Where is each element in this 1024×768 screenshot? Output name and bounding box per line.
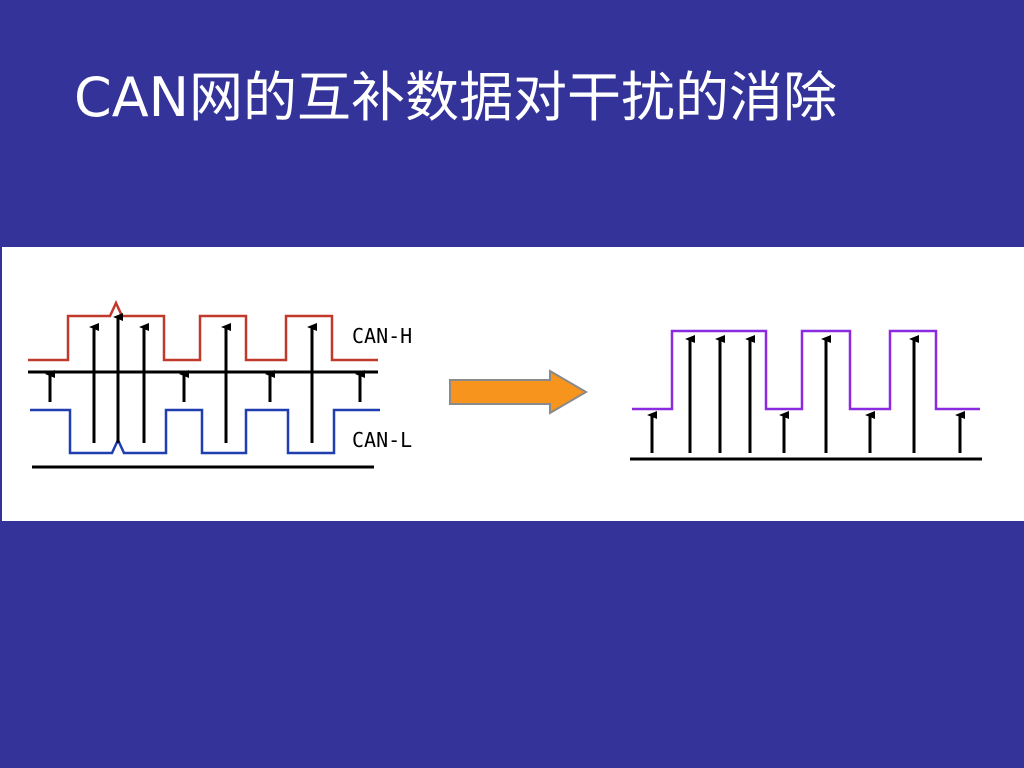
can-h-waveform <box>28 300 378 362</box>
can-h-label: CAN-H <box>352 324 412 348</box>
result-waveform <box>632 329 980 411</box>
left-arrows <box>45 313 365 443</box>
right-arrows <box>647 335 965 453</box>
can-l-waveform <box>30 408 380 455</box>
slide-title: CAN网的互补数据对干扰的消除 <box>74 66 838 129</box>
can-l-label: CAN-L <box>352 428 412 452</box>
can-interference-diagram: CAN-H CAN-L <box>28 300 982 469</box>
diagram-panel: CAN-H CAN-L <box>2 247 1024 521</box>
result-arrow-icon <box>449 369 588 415</box>
